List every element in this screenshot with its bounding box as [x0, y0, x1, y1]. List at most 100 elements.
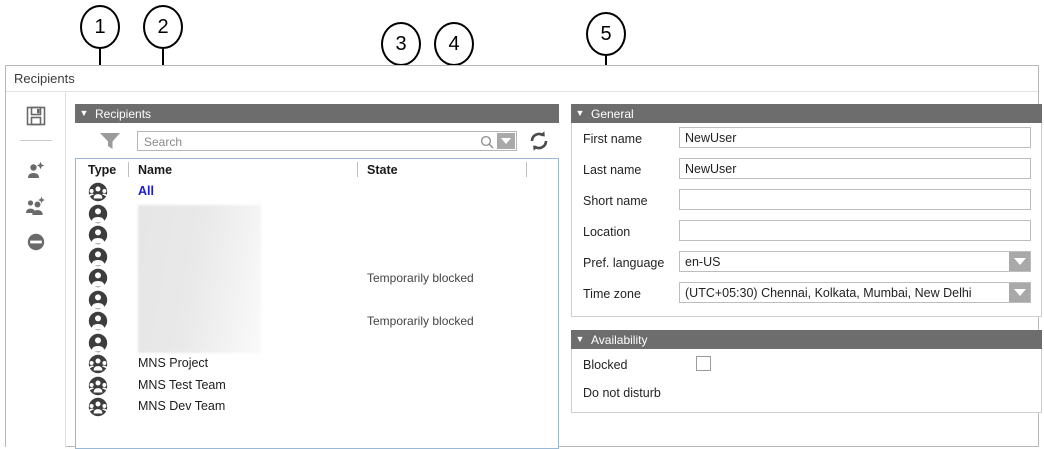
input-location[interactable] [679, 220, 1031, 241]
column-divider[interactable] [128, 162, 129, 177]
availability-row: Blocked [572, 353, 1041, 379]
row-type-icon [88, 376, 108, 396]
callout-number: 3 [381, 22, 421, 66]
form-row: Last name NewUser [572, 158, 1041, 184]
table-row[interactable]: MNS Project [76, 353, 558, 375]
form-row: Pref. language en-US [572, 251, 1041, 277]
left-toolbar [6, 92, 66, 447]
table-row[interactable]: Temporarily blocked [76, 267, 558, 289]
row-type-icon [88, 333, 108, 353]
availability-panel-title: Availability [591, 332, 648, 347]
select-pref-language[interactable]: en-US [679, 251, 1031, 272]
availability-label: Do not disturb [583, 386, 661, 400]
availability-row: Do not disturb [572, 381, 1041, 407]
group-icon [88, 376, 108, 395]
save-button[interactable] [20, 100, 52, 132]
row-type-icon [88, 204, 108, 224]
field-value: (UTC+05:30) Chennai, Kolkata, Mumbai, Ne… [685, 286, 972, 300]
main-area: ▼ Recipients [67, 92, 1042, 449]
form-row: Time zone (UTC+05:30) Chennai, Kolkata, M… [572, 282, 1041, 308]
person-icon [88, 268, 108, 288]
list-toolbar [75, 123, 559, 159]
input-last-name[interactable]: NewUser [679, 158, 1031, 179]
blocked-checkbox[interactable] [696, 356, 711, 371]
input-short-name[interactable] [679, 189, 1031, 210]
search-options-dropdown-button[interactable] [497, 133, 515, 149]
group-icon [88, 397, 108, 417]
dropdown-button[interactable] [1009, 283, 1030, 302]
field-label: Pref. language [583, 256, 665, 270]
table-row[interactable] [76, 246, 558, 268]
tab-underline [6, 91, 1038, 92]
table-row[interactable] [76, 332, 558, 354]
refresh-button[interactable] [527, 129, 551, 153]
row-type-icon [88, 225, 108, 245]
field-value: en-US [685, 255, 721, 269]
table-row[interactable]: MNS Dev Team [76, 396, 558, 418]
redacted-names-block [138, 204, 261, 353]
row-name[interactable]: All [138, 184, 154, 198]
block-button[interactable] [20, 226, 52, 258]
person-icon [88, 311, 108, 331]
row-type-icon [88, 311, 108, 331]
row-type-icon [88, 182, 108, 202]
field-value: NewUser [685, 131, 737, 145]
add-person-icon [28, 161, 45, 178]
input-first-name[interactable]: NewUser [679, 127, 1031, 148]
grid-header-row: Type Name State [76, 159, 558, 181]
callout-number: 5 [586, 12, 626, 56]
availability-panel-body: Blocked Do not disturb [571, 349, 1042, 413]
column-divider[interactable] [357, 162, 358, 177]
person-icon [88, 290, 108, 309]
add-recipient-button[interactable] [20, 154, 52, 186]
collapse-triangle-icon[interactable]: ▼ [575, 108, 585, 118]
person-icon [88, 333, 108, 352]
table-row[interactable]: Temporarily blocked [76, 310, 558, 332]
field-label: Short name [583, 194, 648, 208]
collapse-triangle-icon[interactable]: ▼ [575, 334, 585, 344]
field-label: Time zone [583, 287, 641, 301]
general-panel-title: General [591, 106, 634, 121]
select-time-zone[interactable]: (UTC+05:30) Chennai, Kolkata, Mumbai, Ne… [679, 282, 1031, 303]
row-state: Temporarily blocked [367, 271, 474, 285]
add-group-icon [26, 196, 45, 215]
block-icon [27, 233, 45, 251]
table-row[interactable]: MNS Test Team [76, 375, 558, 397]
recipients-panel-header[interactable]: ▼ Recipients [75, 104, 559, 123]
field-label: Location [583, 225, 631, 239]
row-type-icon [88, 290, 108, 310]
search-box[interactable] [137, 131, 517, 152]
form-row: Short name [572, 189, 1041, 215]
column-header-type[interactable]: Type [88, 163, 117, 177]
search-input[interactable] [142, 132, 466, 152]
collapse-triangle-icon[interactable]: ▼ [79, 108, 89, 118]
toolbar-separator [20, 140, 52, 141]
add-group-button[interactable] [20, 190, 52, 222]
callout-number: 2 [143, 5, 183, 49]
availability-panel-header[interactable]: ▼ Availability [571, 330, 1042, 349]
tab-recipients[interactable]: Recipients [14, 71, 75, 86]
column-divider[interactable] [526, 162, 527, 177]
table-row[interactable] [76, 289, 558, 311]
row-name: MNS Project [138, 356, 209, 370]
table-row[interactable]: All [76, 181, 558, 203]
table-row[interactable] [76, 203, 558, 225]
column-header-name[interactable]: Name [138, 163, 173, 177]
column-header-state[interactable]: State [367, 163, 398, 177]
person-icon [88, 247, 108, 266]
search-icon[interactable] [480, 135, 494, 149]
table-row[interactable] [76, 224, 558, 246]
person-icon [88, 225, 108, 245]
row-type-icon [88, 268, 108, 288]
filter-funnel-icon[interactable] [99, 132, 121, 150]
general-panel-header[interactable]: ▼ General [571, 104, 1042, 123]
field-label: First name [583, 132, 643, 146]
person-icon [88, 204, 108, 223]
row-type-icon [88, 397, 108, 417]
field-label: Last name [583, 163, 642, 177]
recipients-list-panel: ▼ Recipients [75, 104, 559, 449]
dropdown-button[interactable] [1009, 252, 1030, 271]
